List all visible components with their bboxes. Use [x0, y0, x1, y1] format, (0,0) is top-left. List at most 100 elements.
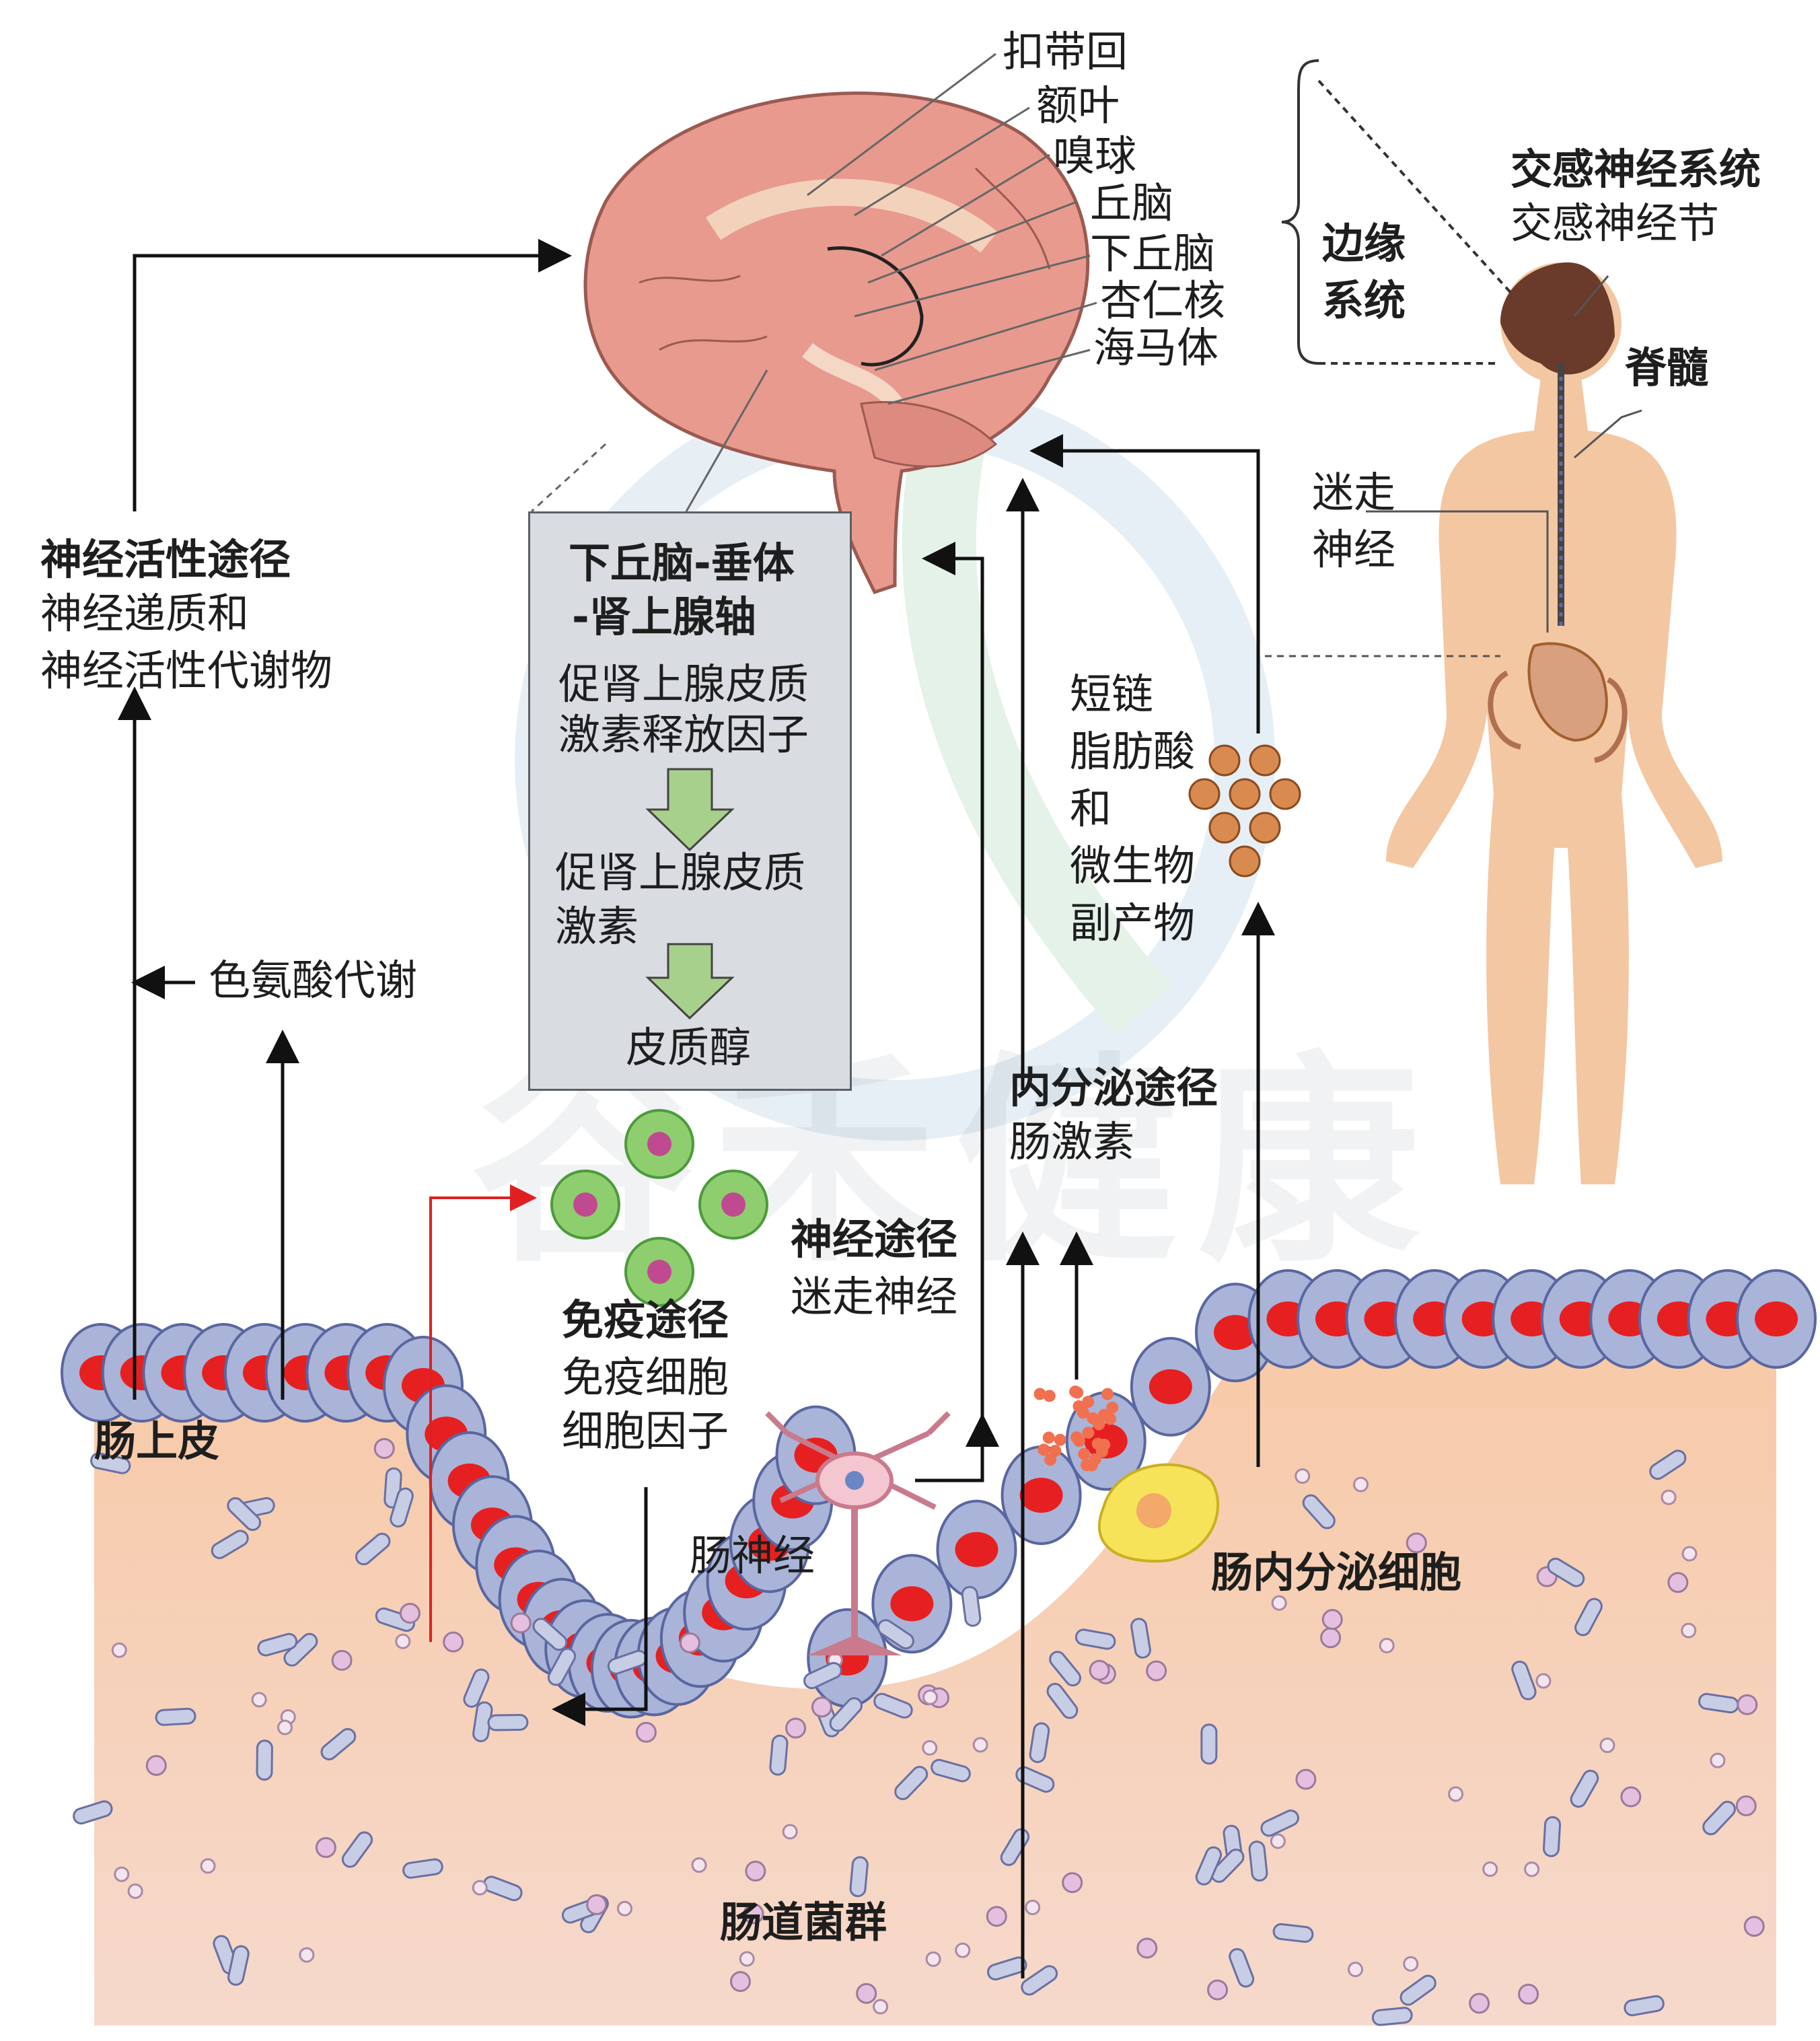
rod-bacterium	[961, 1585, 982, 1627]
coccus-bacterium	[1295, 1468, 1311, 1484]
cluster-bacterium	[145, 1755, 167, 1777]
coccus-bacterium	[1681, 1622, 1697, 1639]
down-arrow-1	[645, 768, 735, 852]
rod-bacterium	[1046, 1682, 1079, 1719]
cluster-bacterium	[729, 1971, 751, 1993]
label-sympathetic: 交感神经系统	[1510, 145, 1761, 194]
coccus-bacterium	[1661, 1489, 1677, 1505]
label-hippocampus: 海马体	[1093, 323, 1219, 372]
bacteria-cluster	[73, 1437, 1765, 2026]
hormone-granule	[1082, 1396, 1095, 1408]
scfa-particle	[1208, 744, 1241, 777]
coccus-bacterium	[277, 1719, 293, 1735]
cluster-bacterium	[1735, 1795, 1757, 1817]
rod-bacterium	[227, 1945, 250, 1986]
cluster-bacterium	[1620, 1786, 1642, 1807]
rod-bacterium	[1195, 1846, 1223, 1886]
label-immune-2: 细胞因子	[562, 1406, 729, 1456]
rod-bacterium	[1702, 1801, 1736, 1836]
coccus-bacterium	[1270, 1833, 1286, 1849]
immune-cells	[550, 1109, 768, 1307]
coccus-bacterium	[1403, 1956, 1419, 1972]
coccus-bacterium	[782, 1824, 798, 1840]
hormone-granule	[1097, 1408, 1110, 1421]
hormone-granule	[1042, 1431, 1055, 1444]
rod-bacterium	[1248, 1840, 1268, 1882]
label-neural-title: 神经途径	[791, 1215, 958, 1264]
scfa-particles	[1188, 744, 1301, 878]
rod-bacterium	[1049, 1651, 1081, 1687]
label-hpa-title-1: 下丘脑-垂体	[569, 538, 795, 587]
rod-bacterium	[1542, 1816, 1562, 1857]
epithelial-nucleus	[1149, 1369, 1192, 1404]
coccus-bacterium	[251, 1692, 267, 1708]
cluster-bacterium	[1207, 1979, 1229, 2001]
label-neuroactive-title: 神经活性途径	[40, 535, 291, 584]
rod-bacterium	[257, 1633, 298, 1657]
immune-arrow	[429, 1184, 537, 1642]
cluster-bacterium	[1062, 1872, 1083, 1894]
epithelial-nucleus	[890, 1586, 934, 1622]
gut-hormone-granules	[1033, 1385, 1119, 1472]
label-thalamus: 丘脑	[1090, 178, 1174, 227]
label-scfa-1: 短链	[1070, 670, 1154, 719]
coccus-bacterium	[1535, 1673, 1552, 1689]
cluster-bacterium	[586, 1894, 608, 1915]
enteroendocrine-cell	[1098, 1463, 1219, 1563]
cluster-bacterium	[811, 1696, 832, 1718]
cluster-bacterium	[785, 1717, 807, 1739]
hormone-granule	[1072, 1400, 1085, 1412]
label-eec: 肠内分泌细胞	[1211, 1548, 1462, 1597]
gut-tissue	[94, 1319, 1776, 2026]
rod-bacterium	[987, 1956, 1027, 1981]
down-arrow-2	[645, 943, 735, 1020]
coccus-bacterium	[111, 1642, 127, 1658]
hormone-granule	[1069, 1385, 1082, 1398]
cluster-bacterium	[1295, 1768, 1317, 1790]
coccus-bacterium	[1524, 1861, 1540, 1877]
label-frontal-lobe: 额叶	[1036, 81, 1120, 130]
scfa-particle	[1229, 845, 1261, 878]
rod-bacterium	[769, 1734, 789, 1776]
rod-bacterium	[341, 1831, 373, 1868]
cluster-bacterium	[1406, 1532, 1427, 1554]
rod-bacterium	[532, 1618, 568, 1651]
cluster-bacterium	[315, 1837, 336, 1859]
coccus-bacterium	[1448, 1786, 1464, 1802]
cluster-bacterium	[399, 1602, 421, 1624]
rod-bacterium	[1260, 1810, 1299, 1837]
coccus-bacterium	[1379, 1637, 1395, 1653]
label-crh-2: 激素释放因子	[558, 710, 809, 759]
cluster-bacterium	[1667, 1572, 1689, 1594]
coccus-bacterium	[127, 1883, 143, 1899]
coccus-bacterium	[873, 1999, 889, 2015]
rod-bacterium	[256, 1740, 273, 1781]
coccus-bacterium	[922, 1740, 938, 1756]
rod-bacterium	[1570, 1769, 1599, 1808]
coccus-bacterium	[1482, 1861, 1498, 1877]
label-neuroactive-2: 神经活性代谢物	[40, 646, 333, 695]
label-limbic-1: 边缘	[1322, 219, 1406, 268]
rod-bacterium	[211, 1530, 249, 1559]
coccus-bacterium	[1681, 1546, 1698, 1562]
coccus-bacterium	[972, 1737, 988, 1753]
scfa-particle	[1229, 778, 1261, 810]
rod-bacterium	[355, 1532, 391, 1566]
rod-bacterium	[1029, 1722, 1050, 1763]
human-body	[1386, 262, 1722, 1184]
label-sympathetic-ganglion: 交感神经节	[1510, 199, 1720, 248]
label-cortisol: 皮质醇	[626, 1023, 752, 1072]
cluster-bacterium	[510, 1612, 532, 1634]
cluster-bacterium	[443, 1631, 464, 1653]
rod-bacterium	[1511, 1660, 1537, 1700]
coccus-bacterium	[1348, 1962, 1364, 1978]
rod-bacterium	[227, 1497, 262, 1532]
rod-bacterium	[1130, 1618, 1151, 1659]
rod-bacterium	[931, 1758, 971, 1783]
rod-bacterium	[155, 1707, 196, 1726]
label-amygdala: 杏仁核	[1100, 276, 1226, 325]
epithelial-nucleus	[1755, 1301, 1798, 1336]
limbic-brace	[1281, 59, 1515, 365]
cluster-bacterium	[856, 1982, 877, 2004]
